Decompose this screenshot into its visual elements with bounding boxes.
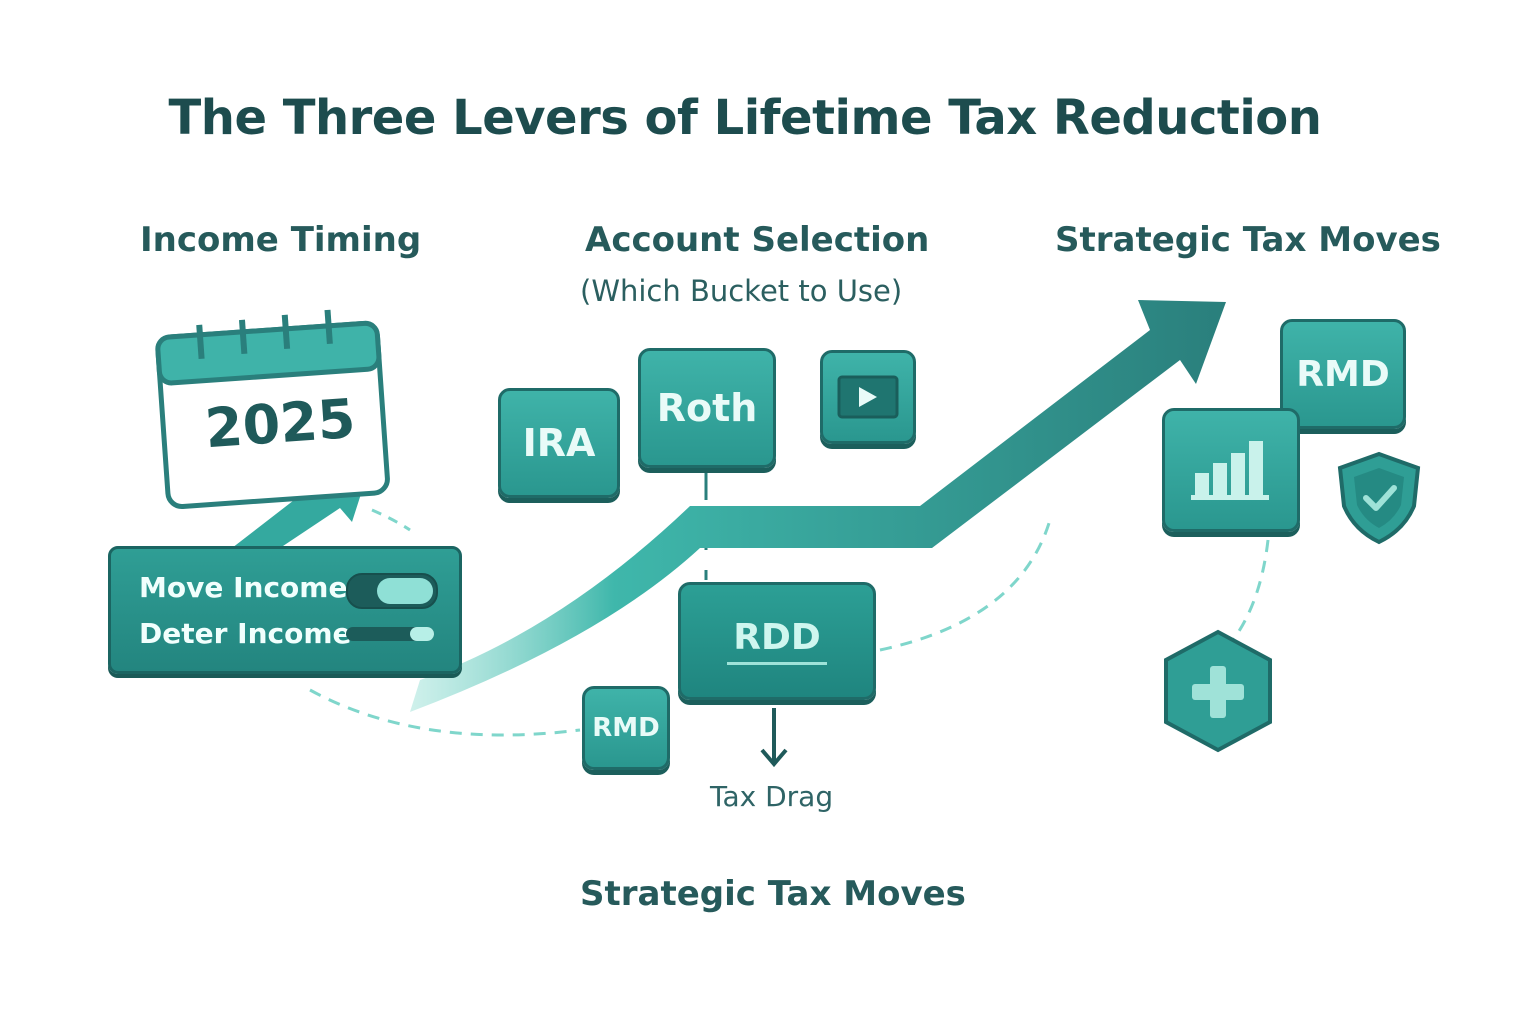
toggle-knob [377, 578, 433, 604]
roth-tile: Roth [638, 348, 776, 468]
play-icon [837, 375, 899, 419]
bar-chart-tile [1162, 408, 1300, 532]
account-selection-heading: Account Selection [585, 220, 930, 260]
rmd-tile: RMD [1280, 319, 1406, 429]
slider-knob [410, 627, 434, 641]
dashed-connector-left [309, 688, 581, 737]
account-selection-subheading: (Which Bucket to Use) [580, 274, 903, 308]
arrow-down-icon [760, 708, 788, 768]
shield-check-icon [1337, 451, 1421, 545]
income-timing-heading: Income Timing [140, 220, 422, 260]
play-tile [820, 350, 916, 444]
strategic-moves-heading: Strategic Tax Moves [1055, 220, 1441, 260]
footer-strategic-moves: Strategic Tax Moves [580, 874, 966, 914]
ira-tile: IRA [498, 388, 620, 498]
income-control-panel: Move Income Deter Income [108, 546, 462, 674]
defer-income-slider[interactable] [346, 627, 434, 641]
rdd-label: RDD [727, 617, 827, 665]
plus-hexagon-icon [1164, 629, 1272, 753]
bar-chart-icon [1191, 441, 1269, 500]
rdd-tile: RDD [678, 582, 876, 700]
calendar-year: 2025 [202, 386, 358, 461]
dashed-connector-rdd [879, 519, 1052, 652]
calendar-icon [155, 309, 390, 509]
rmd-small-tile: RMD [582, 686, 670, 770]
move-income-toggle[interactable] [346, 573, 438, 609]
dashed-connector-cal [371, 508, 411, 532]
growth-arrow [410, 300, 1226, 712]
move-income-label: Move Income [139, 571, 348, 604]
page-title: The Three Levers of Lifetime Tax Reducti… [168, 90, 1322, 146]
tax-drag-label: Tax Drag [710, 780, 834, 813]
defer-income-label: Deter Income [139, 617, 352, 650]
